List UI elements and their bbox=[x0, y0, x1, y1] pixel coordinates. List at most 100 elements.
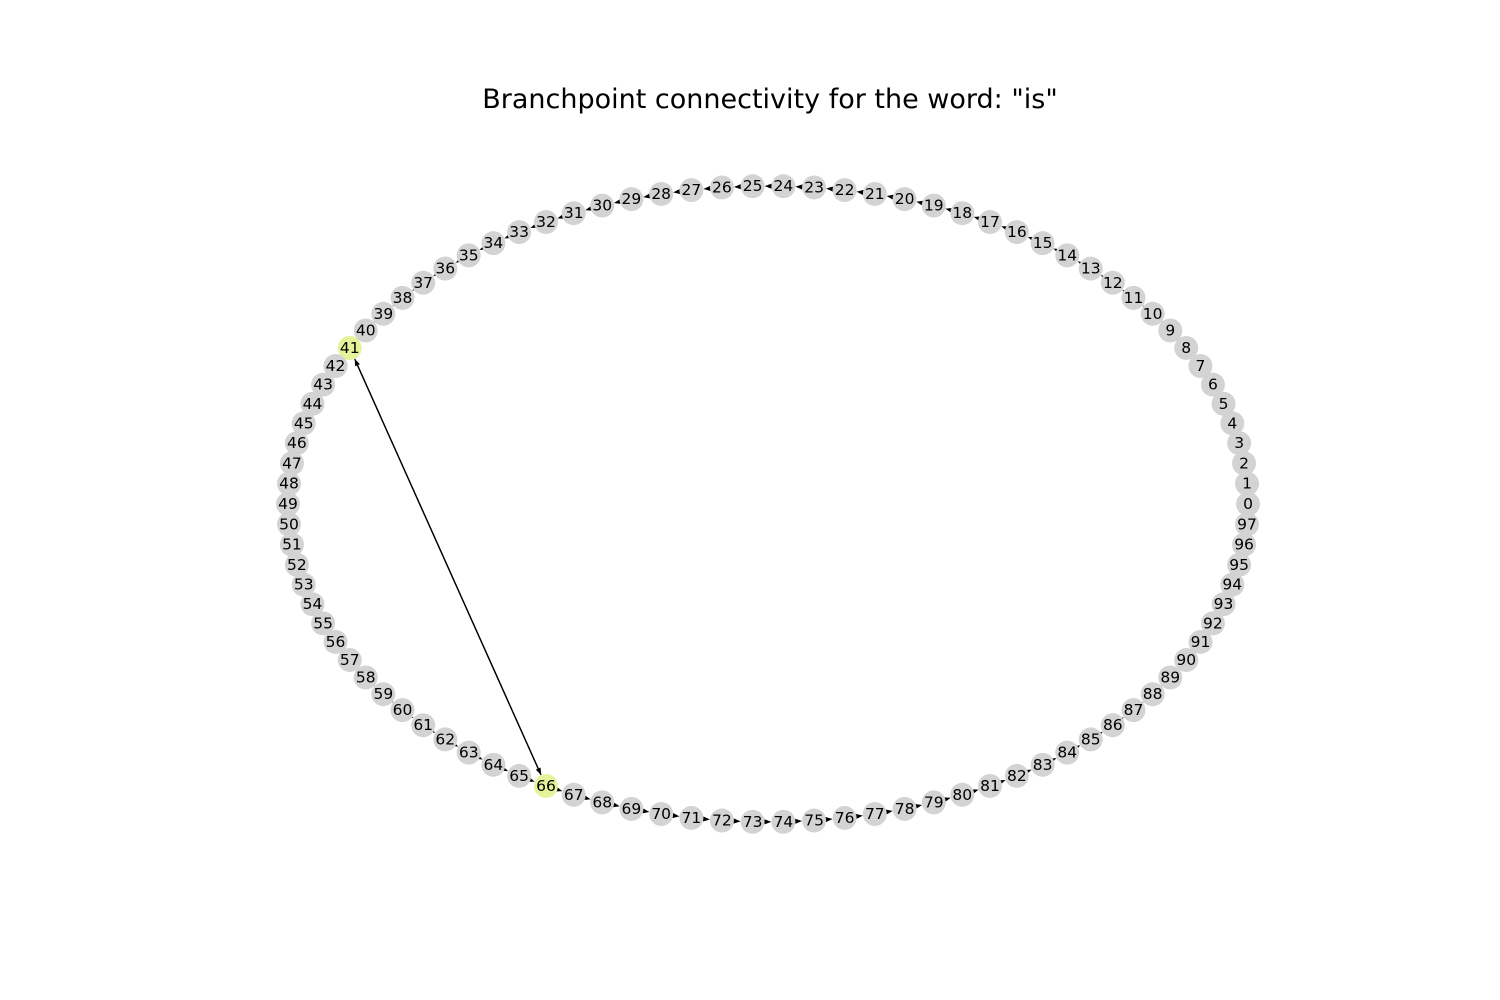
node-label-87: 87 bbox=[1124, 701, 1144, 719]
node-label-59: 59 bbox=[373, 685, 393, 703]
node-17 bbox=[978, 210, 1003, 235]
node-label-4: 4 bbox=[1227, 414, 1237, 432]
node-label-8: 8 bbox=[1181, 339, 1191, 357]
node-label-44: 44 bbox=[303, 395, 323, 413]
node-label-76: 76 bbox=[835, 809, 855, 827]
node-76 bbox=[832, 805, 857, 830]
node-label-14: 14 bbox=[1057, 246, 1077, 264]
node-54 bbox=[300, 592, 325, 617]
node-label-78: 78 bbox=[895, 800, 915, 818]
node-label-97: 97 bbox=[1237, 515, 1257, 533]
node-87 bbox=[1121, 698, 1146, 723]
node-60 bbox=[390, 698, 415, 723]
node-97 bbox=[1235, 512, 1260, 537]
edge-74-to-75-arrowhead bbox=[794, 818, 803, 824]
node-label-47: 47 bbox=[282, 454, 302, 472]
node-41 bbox=[337, 335, 362, 360]
node-31 bbox=[561, 201, 586, 226]
node-label-65: 65 bbox=[509, 767, 529, 785]
node-25 bbox=[740, 174, 765, 199]
node-label-40: 40 bbox=[356, 322, 376, 340]
node-label-46: 46 bbox=[287, 434, 307, 452]
node-label-50: 50 bbox=[279, 515, 299, 533]
edge-20-to-21-arrowhead bbox=[886, 194, 894, 200]
node-38 bbox=[390, 285, 415, 310]
node-37 bbox=[411, 270, 436, 295]
edge-70-to-71-arrowhead bbox=[672, 812, 680, 819]
node-label-82: 82 bbox=[1007, 767, 1027, 785]
edge-76-to-77-arrowhead bbox=[855, 813, 863, 820]
node-label-6: 6 bbox=[1208, 376, 1218, 394]
node-label-89: 89 bbox=[1160, 668, 1180, 686]
node-label-52: 52 bbox=[287, 556, 307, 574]
node-83 bbox=[1030, 752, 1055, 777]
node-label-7: 7 bbox=[1196, 357, 1206, 375]
node-86 bbox=[1100, 713, 1125, 738]
node-91 bbox=[1188, 629, 1213, 654]
edge-24-to-25-arrowhead bbox=[764, 183, 772, 189]
node-label-45: 45 bbox=[294, 414, 314, 432]
node-39 bbox=[371, 301, 396, 326]
node-label-38: 38 bbox=[393, 289, 413, 307]
node-24 bbox=[771, 174, 796, 199]
node-43 bbox=[311, 372, 336, 397]
node-label-29: 29 bbox=[622, 190, 642, 208]
node-26 bbox=[709, 175, 734, 200]
node-58 bbox=[353, 665, 378, 690]
edge-72-to-73-arrowhead bbox=[733, 818, 741, 824]
node-16 bbox=[1004, 220, 1029, 245]
node-label-51: 51 bbox=[282, 536, 302, 554]
node-65 bbox=[507, 763, 532, 788]
node-label-25: 25 bbox=[743, 177, 763, 195]
node-49 bbox=[276, 492, 300, 516]
node-label-33: 33 bbox=[509, 223, 529, 241]
branch-edge-66-to-41-arrowhead bbox=[354, 358, 360, 367]
node-label-23: 23 bbox=[804, 178, 824, 196]
node-label-95: 95 bbox=[1229, 556, 1249, 574]
node-label-27: 27 bbox=[682, 181, 702, 199]
node-label-22: 22 bbox=[835, 181, 855, 199]
node-74 bbox=[771, 809, 796, 834]
node-71 bbox=[679, 805, 704, 830]
node-51 bbox=[279, 532, 304, 557]
node-56 bbox=[323, 629, 348, 654]
node-label-56: 56 bbox=[326, 633, 346, 651]
edge-73-to-74-arrowhead bbox=[764, 819, 772, 825]
node-29 bbox=[619, 187, 644, 212]
edge-71-to-72-arrowhead bbox=[702, 816, 710, 822]
node-63 bbox=[456, 740, 481, 765]
node-label-81: 81 bbox=[980, 777, 1000, 795]
node-label-43: 43 bbox=[313, 376, 333, 394]
node-15 bbox=[1030, 231, 1055, 256]
node-62 bbox=[433, 727, 458, 752]
node-label-37: 37 bbox=[413, 274, 433, 292]
edge-77-to-78-arrowhead bbox=[885, 809, 893, 815]
node-85 bbox=[1078, 727, 1103, 752]
node-label-92: 92 bbox=[1203, 614, 1223, 632]
node-27 bbox=[679, 178, 704, 203]
node-label-69: 69 bbox=[622, 800, 642, 818]
node-label-83: 83 bbox=[1033, 756, 1053, 774]
node-34 bbox=[481, 231, 506, 256]
node-46 bbox=[284, 431, 309, 456]
node-label-71: 71 bbox=[682, 809, 702, 827]
node-10 bbox=[1140, 301, 1165, 326]
node-2 bbox=[1232, 451, 1257, 476]
node-81 bbox=[978, 773, 1003, 798]
node-47 bbox=[279, 451, 304, 476]
node-22 bbox=[832, 178, 857, 203]
node-28 bbox=[649, 181, 674, 206]
node-label-35: 35 bbox=[459, 246, 479, 264]
node-label-9: 9 bbox=[1165, 322, 1175, 340]
node-3 bbox=[1227, 431, 1252, 456]
node-label-28: 28 bbox=[651, 185, 671, 203]
node-layer: 0123456789101112131415161718192021222324… bbox=[276, 174, 1260, 834]
node-label-64: 64 bbox=[484, 756, 504, 774]
node-label-32: 32 bbox=[536, 213, 556, 231]
node-89 bbox=[1158, 665, 1183, 690]
node-label-66: 66 bbox=[536, 777, 556, 795]
node-52 bbox=[284, 552, 309, 577]
node-1 bbox=[1235, 471, 1260, 496]
node-label-30: 30 bbox=[592, 197, 612, 215]
